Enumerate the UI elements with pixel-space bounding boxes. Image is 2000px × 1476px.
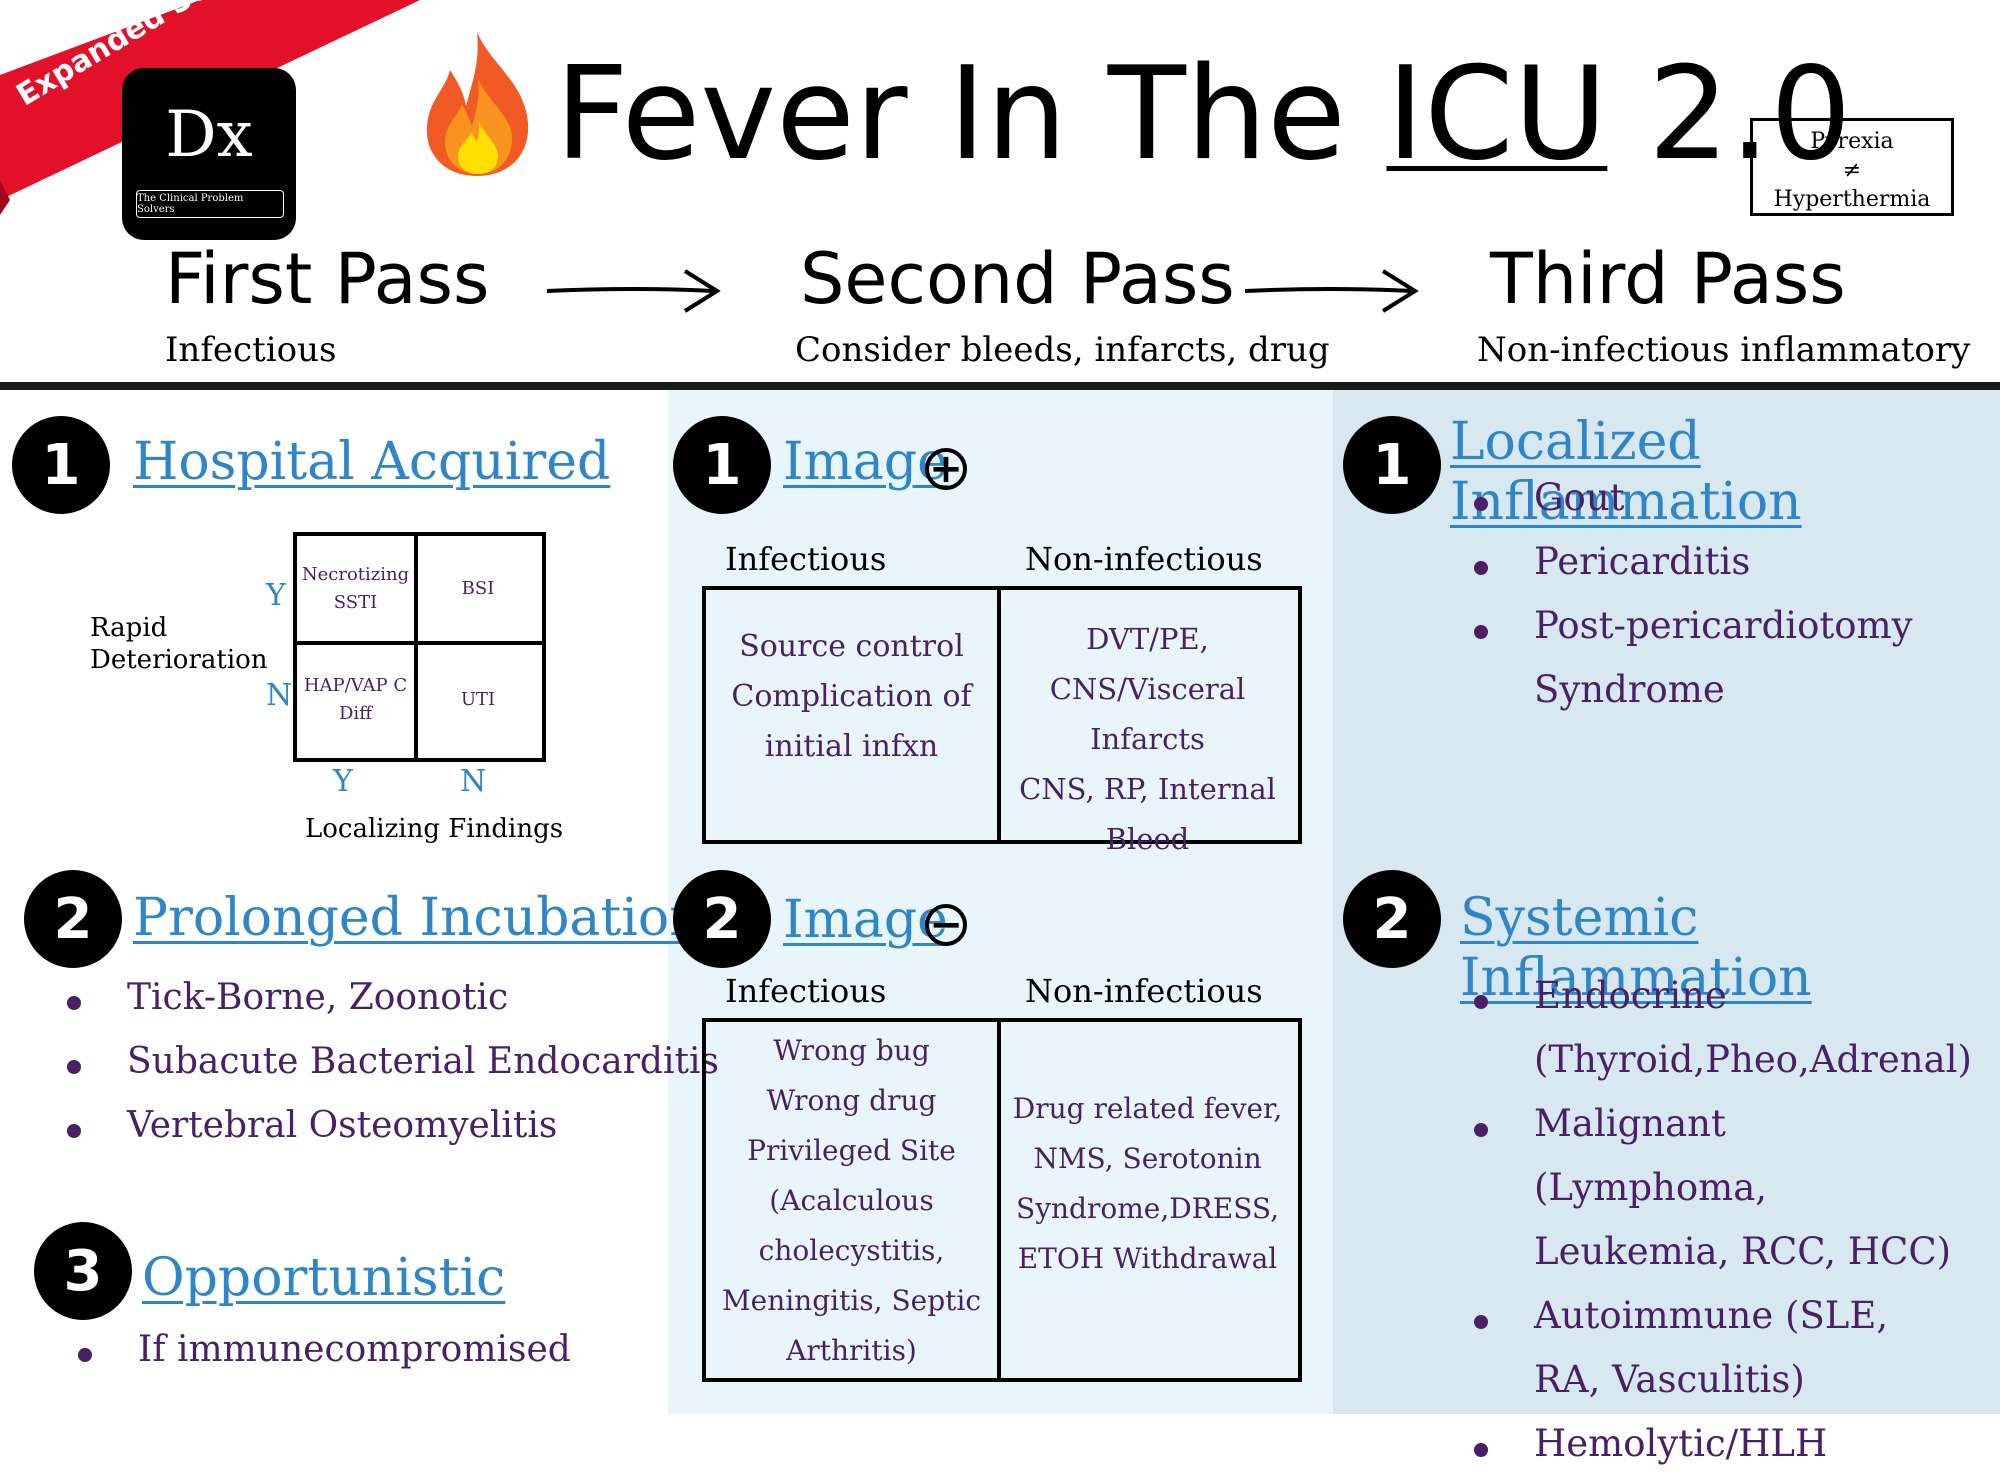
non-infectious-header: Non-infectious: [1025, 972, 1263, 1010]
flame-icon: [426, 32, 529, 176]
cell-line: initial infxn: [764, 729, 939, 764]
pass-title-third: Third Pass: [1490, 238, 1846, 320]
cell-line: Arthritis): [786, 1334, 917, 1367]
list-item: Subacute Bacterial Endocarditis: [55, 1030, 719, 1094]
cell-line: cholecystitis,: [758, 1234, 945, 1267]
header-divider: [0, 382, 2000, 390]
minus-circle-icon: −: [925, 904, 967, 946]
col-y-label: Y: [333, 764, 353, 799]
x-axis-label: Localizing Findings: [305, 814, 564, 844]
cell-line: Meningitis, Septic: [721, 1284, 982, 1317]
grid-cell-hap-vap: HAP/VAP C Diff: [303, 674, 408, 724]
step-number-badge: 2: [1343, 870, 1441, 968]
grid-cell-uti: UTI: [460, 689, 496, 710]
cell-line: Privileged Site: [747, 1134, 956, 1167]
cell-line: (Acalculous: [769, 1184, 934, 1217]
row-y-label: Y: [266, 578, 286, 613]
systemic-inflammation-list: Endocrine (Thyroid,Pheo,Adrenal) Maligna…: [1462, 964, 1982, 1476]
non-infectious-header: Non-infectious: [1025, 540, 1263, 578]
table-divider: [997, 586, 1001, 840]
step-number-badge: 2: [673, 870, 771, 968]
grid-frame: [293, 532, 546, 762]
list-item: Hemolytic/HLH: [1462, 1412, 1982, 1476]
arrow-right-icon: [546, 269, 721, 313]
table-divider: [997, 1018, 1001, 1378]
grid-cell-necrotizing-ssti: Necrotizing SSTI: [301, 563, 410, 613]
cell-line: Complication of: [731, 679, 972, 714]
list-item: Post-pericardiotomy Syndrome: [1462, 594, 1934, 722]
cell-line: Wrong drug: [766, 1084, 937, 1117]
note-line-2: ≠: [1842, 158, 1862, 183]
cell-line: ETOH Withdrawal: [1017, 1242, 1278, 1275]
pass-subtitle-third: Non-infectious inflammatory: [1477, 330, 1971, 370]
pass-subtitle-first: Infectious: [165, 330, 337, 370]
logo-text: Dx: [165, 98, 253, 172]
opportunistic-link[interactable]: Opportunistic: [142, 1248, 506, 1308]
localized-inflammation-list: Gout Pericarditis Post-pericardiotomy Sy…: [1462, 466, 1982, 722]
prolonged-incubation-list: Tick-Borne, Zoonotic Subacute Bacterial …: [55, 966, 719, 1158]
list-item: Pericarditis: [1462, 530, 1982, 594]
image-negative-infectious-cell: Wrong bug Wrong drug Privileged Site (Ac…: [706, 1022, 997, 1378]
cell-line: NMS, Serotonin: [1033, 1142, 1262, 1175]
cell-line: Bleed: [1105, 822, 1190, 856]
step-number-badge: 1: [1343, 416, 1441, 514]
plus-circle-icon: +: [925, 448, 967, 490]
arrow-right-icon: [1244, 269, 1419, 313]
pyrexia-note-box: Pyrexia ≠ Hyperthermia: [1750, 118, 1954, 216]
grid-cell-bsi: BSI: [461, 578, 495, 599]
cell-line: Syndrome,DRESS,: [1016, 1192, 1279, 1225]
infectious-header: Infectious: [725, 540, 887, 578]
note-line-3: Hyperthermia: [1773, 187, 1931, 212]
opportunistic-list: If immunecompromised: [66, 1318, 571, 1382]
row-n-label: N: [266, 678, 293, 713]
list-item: Endocrine (Thyroid,Pheo,Adrenal): [1462, 964, 1972, 1092]
image-positive-table: [702, 586, 1302, 844]
list-item: If immunecompromised: [66, 1318, 571, 1382]
image-positive-link[interactable]: Image: [783, 432, 948, 492]
title-suffix: 2.0: [1607, 40, 1852, 189]
list-item: Tick-Borne, Zoonotic: [55, 966, 719, 1030]
cell-line: DVT/PE,: [1086, 622, 1209, 656]
grid-divider-horizontal: [293, 641, 546, 645]
image-positive-non-infectious-cell: DVT/PE, CNS/Visceral Infarcts CNS, RP, I…: [1001, 590, 1294, 856]
list-item: Gout: [1462, 466, 1982, 530]
logo-subtitle: The Clinical Problem Solvers: [136, 190, 284, 218]
hospital-acquired-link[interactable]: Hospital Acquired: [133, 432, 611, 492]
localized-inflammation-link[interactable]: Localized Inflammation: [1450, 412, 1802, 532]
title-icu: ICU: [1386, 40, 1608, 189]
step-number-badge: 3: [34, 1222, 132, 1320]
col-n-label: N: [460, 764, 487, 799]
cell-line: Drug related fever,: [1012, 1092, 1283, 1125]
image-negative-table: [702, 1018, 1302, 1382]
step-number-badge: 2: [24, 870, 122, 968]
cell-line: CNS/Visceral Infarcts: [1049, 672, 1246, 756]
list-item: Autoimmune (SLE, RA, Vasculitis): [1462, 1284, 1954, 1412]
list-item: Malignant (Lymphoma, Leukemia, RCC, HCC): [1462, 1092, 1954, 1284]
step-number-badge: 1: [673, 416, 771, 514]
image-positive-infectious-cell: Source control Complication of initial i…: [706, 590, 997, 810]
grid-divider-vertical: [414, 532, 418, 762]
infectious-header: Infectious: [725, 972, 887, 1010]
list-item: Vertebral Osteomyelitis: [55, 1094, 719, 1158]
page-title: Fever In The ICU 2.0: [555, 40, 1852, 190]
cell-line: Wrong bug: [773, 1034, 930, 1067]
step-number-badge: 1: [12, 416, 110, 514]
y-axis-label: Rapid Deterioration: [90, 613, 268, 675]
pass-title-second: Second Pass: [800, 238, 1235, 320]
note-line-1: Pyrexia: [1810, 129, 1894, 154]
cell-line: Source control: [739, 629, 964, 664]
pass-title-first: First Pass: [165, 238, 490, 320]
image-negative-non-infectious-cell: Drug related fever, NMS, Serotonin Syndr…: [1001, 1022, 1294, 1374]
systemic-inflammation-link[interactable]: Systemic Inflammation: [1460, 888, 1812, 1008]
image-negative-link[interactable]: Image: [783, 890, 948, 950]
dx-logo: Dx The Clinical Problem Solvers: [122, 68, 296, 240]
col3-background: [1333, 390, 2000, 1414]
pass-subtitle-second: Consider bleeds, infarcts, drug: [795, 330, 1330, 370]
title-prefix: Fever In The: [555, 40, 1387, 189]
prolonged-incubation-link[interactable]: Prolonged Incubation: [133, 888, 703, 948]
cell-line: CNS, RP, Internal: [1019, 772, 1276, 806]
